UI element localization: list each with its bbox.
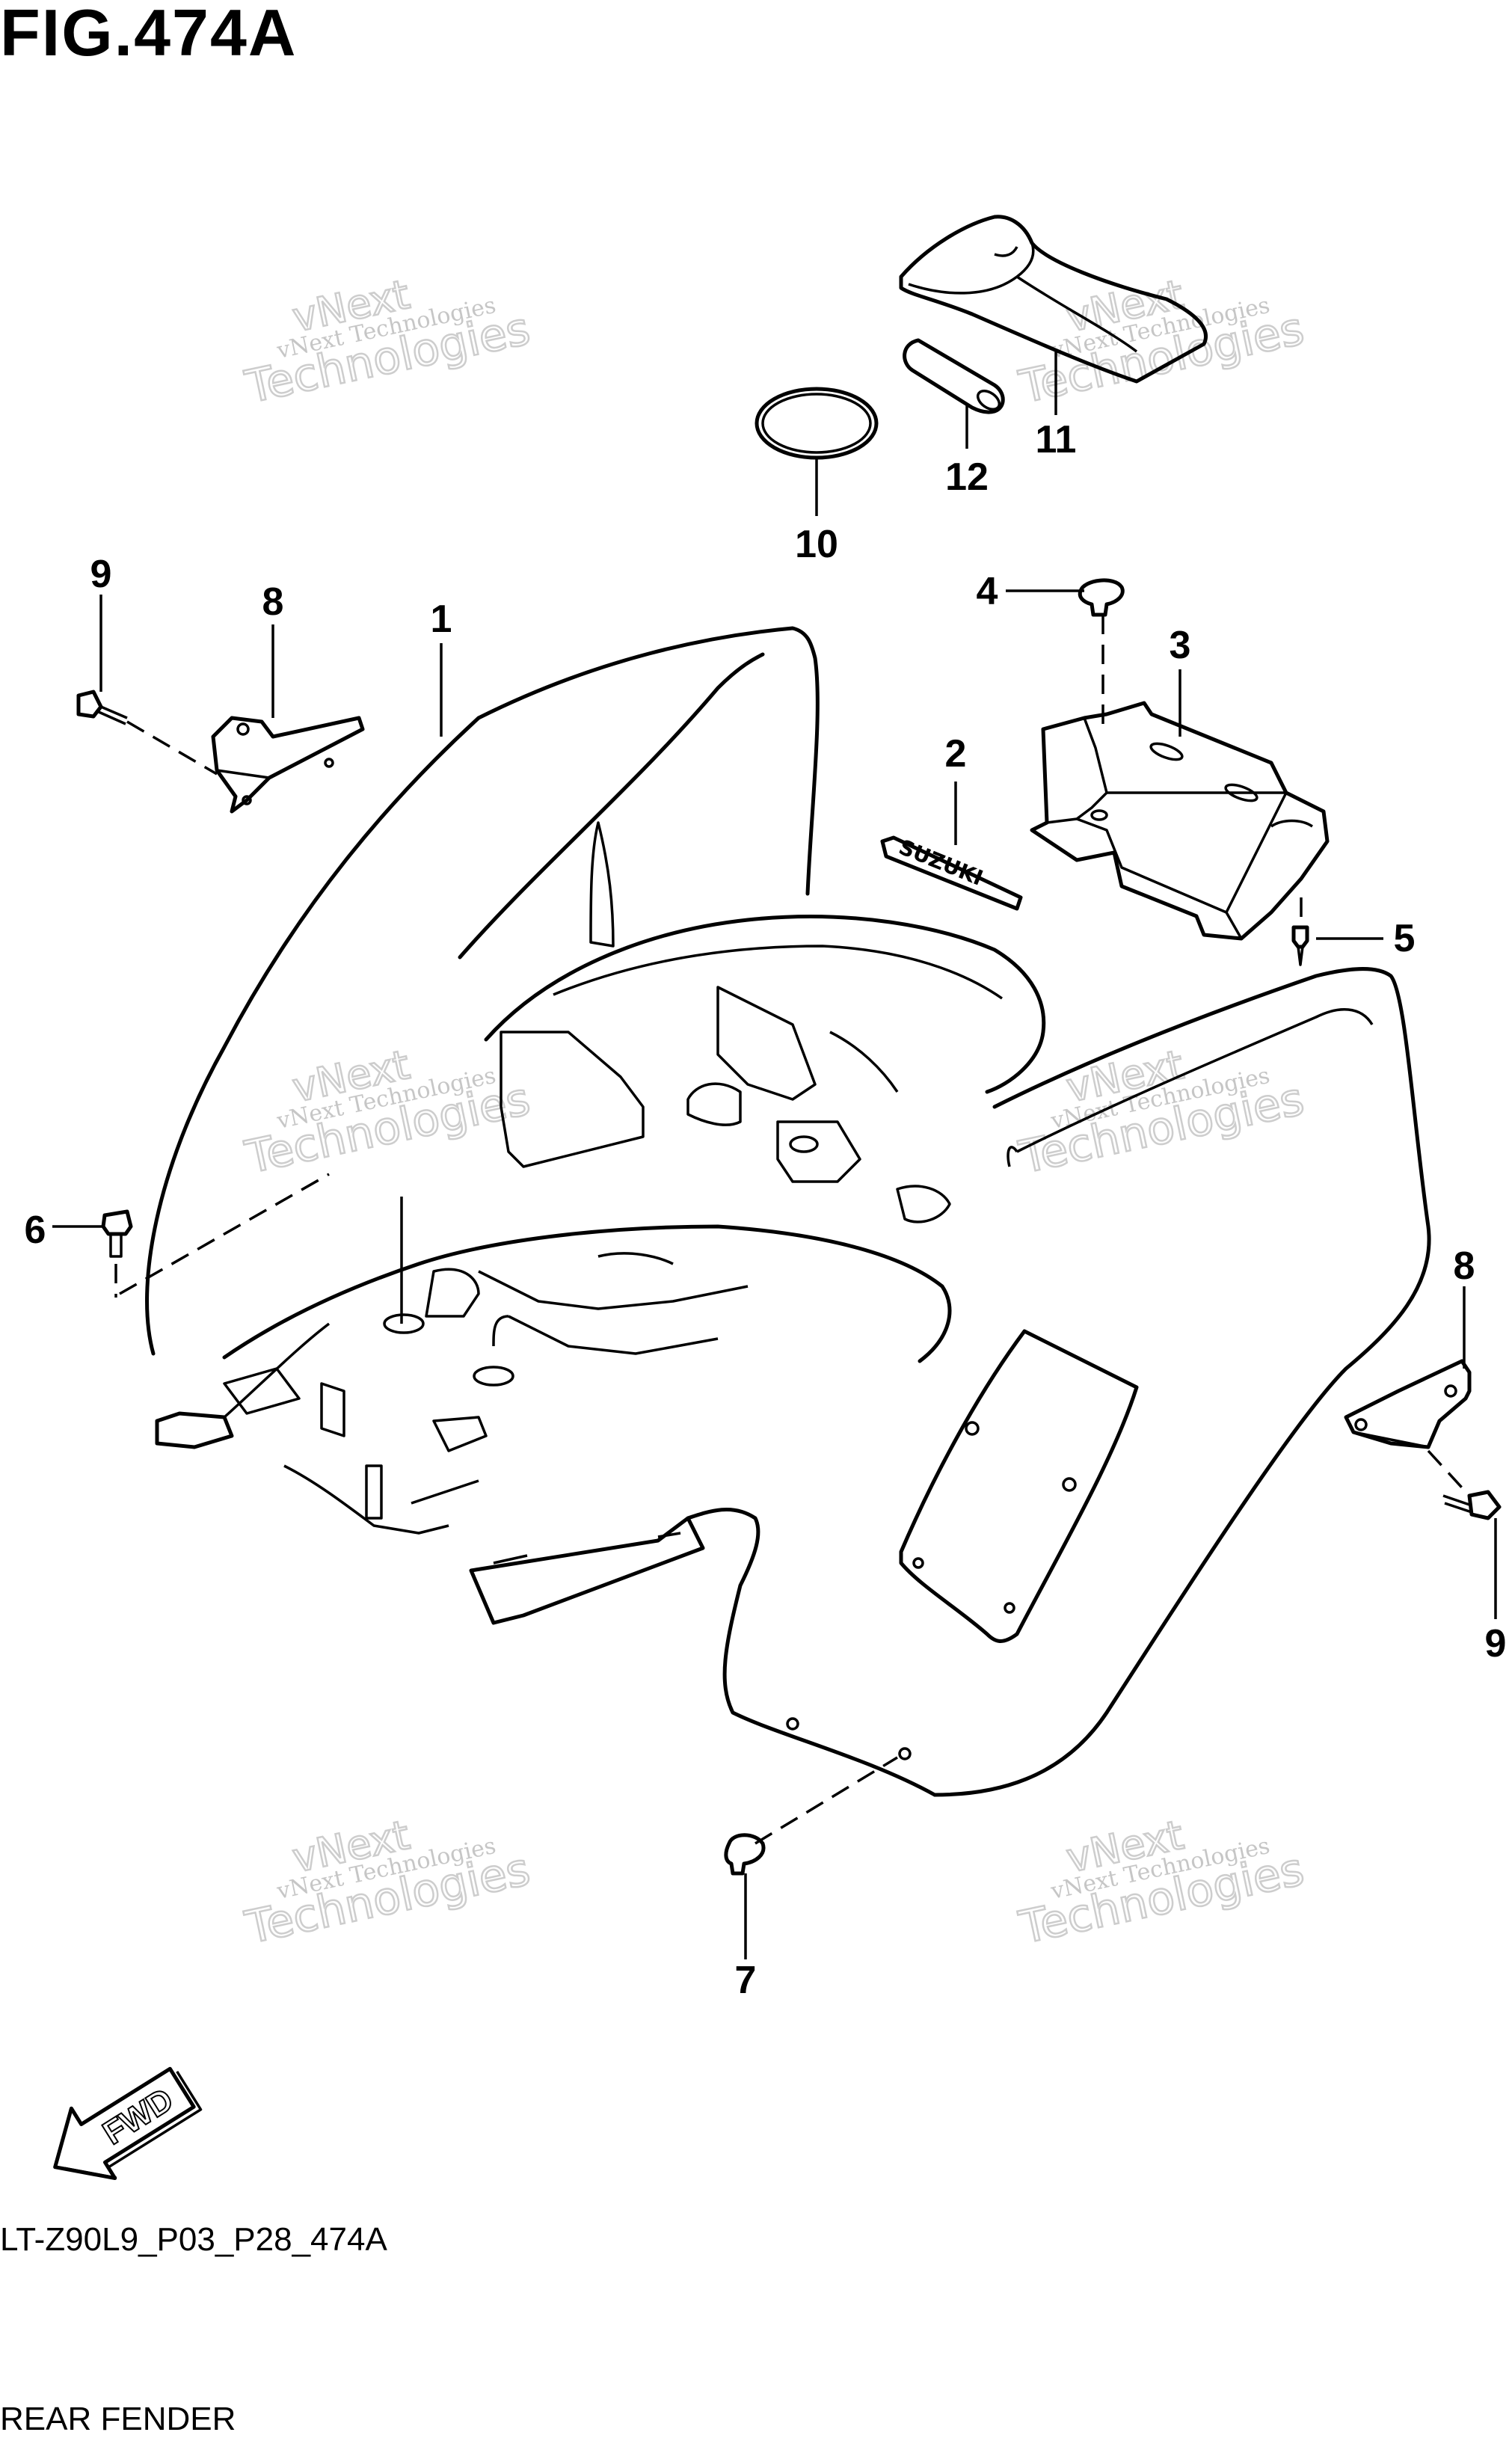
watermark-bottom-left: vNext vNext Technologies Technologies xyxy=(240,1811,535,1956)
diagram-caption: REAR FENDER xyxy=(0,2401,236,2437)
watermark-mid-right: vNext vNext Technologies Technologies xyxy=(1014,1040,1309,1185)
leader-lines xyxy=(52,351,1497,1959)
figure-title: FIG.474A xyxy=(0,0,298,70)
diagram-code: LT-Z90L9_P03_P28_474A xyxy=(0,2221,387,2258)
part-6-bolt xyxy=(101,1209,133,1258)
part-11-cover xyxy=(899,215,1208,384)
callout-7: 7 xyxy=(735,1959,757,2002)
watermark-top-left: vNext vNext Technologies Technologies xyxy=(240,270,535,415)
callout-8-left: 8 xyxy=(262,580,284,624)
watermark-mid-left: vNext vNext Technologies Technologies xyxy=(240,1040,535,1185)
part-10-ring xyxy=(755,387,879,460)
callout-9-right: 9 xyxy=(1485,1622,1507,1665)
fwd-arrow: FWD xyxy=(53,2066,203,2181)
callout-12: 12 xyxy=(945,455,989,499)
watermark-bottom-right: vNext vNext Technologies Technologies xyxy=(1014,1811,1309,1956)
part-8-bracket-right xyxy=(1344,1359,1472,1449)
watermark-group: vNext vNext Technologies Technologies vN… xyxy=(240,270,1309,1956)
part-3-tray xyxy=(1030,701,1330,941)
part-1-rear-fender xyxy=(145,626,1431,1797)
part-12-pipe xyxy=(903,338,1005,414)
part-9-bolt-left xyxy=(76,690,128,725)
callout-9-left: 9 xyxy=(90,553,112,596)
callout-11: 11 xyxy=(1036,418,1077,461)
part-2-emblem: SUZUKI xyxy=(880,835,1023,911)
callout-1: 1 xyxy=(431,598,452,641)
callout-5: 5 xyxy=(1394,917,1416,960)
part-8-bracket-left xyxy=(211,716,365,814)
callout-8-right: 8 xyxy=(1454,1244,1475,1288)
callout-2: 2 xyxy=(945,732,967,776)
part-7-clip xyxy=(724,1833,766,1876)
part-5-screw xyxy=(1291,925,1309,966)
emblem-text: SUZUKI xyxy=(895,835,986,891)
part-9-bolt-right xyxy=(1442,1490,1502,1520)
callout-4: 4 xyxy=(977,570,998,613)
callout-6: 6 xyxy=(25,1209,46,1252)
callout-3: 3 xyxy=(1170,624,1191,667)
callout-numbers: 1 2 3 4 5 6 7 8 8 9 9 10 11 12 xyxy=(25,418,1507,2002)
callout-10: 10 xyxy=(795,523,838,566)
part-4-clip xyxy=(1078,578,1125,617)
watermark-top-right: vNext vNext Technologies Technologies xyxy=(1014,270,1309,415)
